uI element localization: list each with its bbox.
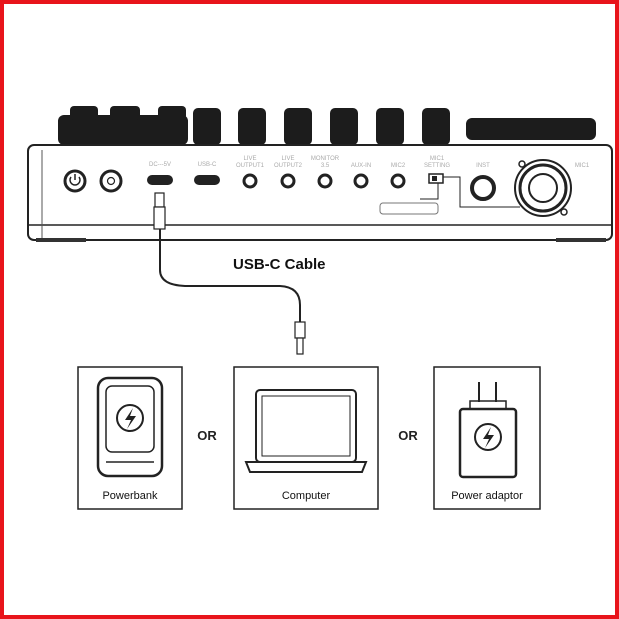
powerbank-label: Powerbank	[102, 490, 158, 502]
dc-usb-c-port	[147, 175, 173, 185]
option-power-adaptor: Power adaptor	[433, 366, 541, 510]
svg-text:LIVE: LIVE	[243, 156, 256, 162]
power-button	[63, 169, 87, 193]
svg-text:LIVE: LIVE	[281, 156, 294, 162]
svg-text:OUTPUT1: OUTPUT1	[236, 163, 265, 169]
usb-c-cable	[153, 192, 306, 355]
svg-text:DC---5V: DC---5V	[149, 162, 171, 168]
or-label: OR	[398, 428, 418, 443]
usb-c-port	[194, 175, 220, 185]
svg-text:INST: INST	[476, 163, 490, 169]
light-button	[99, 169, 123, 193]
or-label: OR	[197, 428, 217, 443]
svg-text:OUTPUT2: OUTPUT2	[274, 163, 303, 169]
power-adaptor-icon	[458, 382, 518, 479]
device-knobs	[58, 106, 596, 145]
svg-text:MIC2: MIC2	[391, 163, 406, 169]
audio-interface-body	[27, 144, 613, 242]
svg-text:3.5: 3.5	[321, 163, 330, 169]
laptop-icon	[244, 389, 368, 473]
svg-text:SETTING: SETTING	[424, 163, 450, 169]
power-adaptor-label: Power adaptor	[451, 490, 523, 502]
mic1-combo-jack	[514, 159, 572, 217]
svg-text:USB-C: USB-C	[198, 162, 217, 168]
option-computer: Computer	[233, 366, 379, 510]
mic1-setting-switch	[379, 173, 520, 215]
option-powerbank: Powerbank	[77, 366, 183, 510]
port-labels: DC---5V USB-C LIVE OUTPUT1 LIVE OUTPUT2 …	[149, 156, 590, 169]
cable-label: USB-C Cable	[233, 256, 326, 273]
computer-label: Computer	[282, 490, 331, 502]
powerbank-icon	[96, 376, 164, 478]
svg-text:MONITOR: MONITOR	[311, 156, 340, 162]
audio-jacks	[242, 173, 406, 189]
inst-jack	[470, 175, 496, 201]
svg-text:MIC1: MIC1	[430, 156, 445, 162]
svg-text:MIC1: MIC1	[575, 163, 590, 169]
svg-text:AUX-IN: AUX-IN	[351, 163, 371, 169]
